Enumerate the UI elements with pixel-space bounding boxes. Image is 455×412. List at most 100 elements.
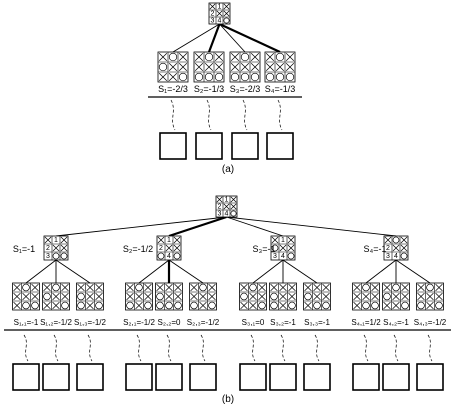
- rollout-box: [12, 363, 40, 391]
- cell-number: 4: [281, 253, 285, 260]
- x-mark: [165, 283, 173, 292]
- o-mark: [371, 301, 379, 310]
- dashed-link: [53, 334, 59, 362]
- rollout-box: [231, 132, 259, 160]
- x-mark: [144, 283, 152, 292]
- o-mark: [417, 301, 425, 310]
- o-mark: [77, 292, 85, 301]
- o-mark: [270, 301, 278, 310]
- caption-a: (a): [222, 164, 234, 175]
- tree-edge: [365, 259, 397, 284]
- x-mark: [279, 301, 287, 310]
- x-mark: [392, 292, 400, 301]
- o-mark: [304, 292, 312, 301]
- child-score: S₂=-1/3: [194, 84, 224, 94]
- o-mark: [322, 301, 330, 310]
- o-mark: [271, 244, 279, 252]
- x-mark: [353, 301, 361, 310]
- level2-board: [269, 282, 297, 311]
- x-mark: [383, 283, 391, 292]
- cell-number: 2: [218, 203, 222, 210]
- x-mark: [190, 283, 198, 292]
- rollout-box: [76, 363, 104, 391]
- level2-board: [416, 282, 444, 311]
- x-mark: [353, 292, 361, 301]
- rollout-box: [416, 363, 444, 391]
- o-mark: [144, 301, 152, 310]
- o-mark: [158, 62, 168, 72]
- x-mark: [417, 283, 425, 292]
- o-mark: [173, 252, 181, 260]
- x-mark: [86, 301, 94, 310]
- o-mark: [178, 72, 188, 82]
- x-mark: [31, 283, 39, 292]
- cell-number: 1: [218, 3, 222, 10]
- x-mark: [204, 62, 214, 72]
- o-mark: [250, 72, 260, 82]
- x-mark: [209, 3, 216, 10]
- child-board: [264, 51, 296, 83]
- o-mark: [230, 72, 240, 82]
- tree-edge: [219, 23, 246, 53]
- tree-edge: [395, 259, 431, 284]
- o-mark: [174, 301, 182, 310]
- cell-number: 2: [211, 10, 215, 17]
- level2-score: S₁,₁=-1: [14, 318, 39, 327]
- x-mark: [270, 283, 278, 292]
- x-mark: [60, 236, 68, 244]
- level1-board: 123: [43, 235, 69, 261]
- x-mark: [126, 292, 134, 301]
- o-mark: [426, 283, 434, 292]
- o-mark: [275, 52, 285, 62]
- o-mark: [285, 72, 295, 82]
- o-mark: [265, 72, 275, 82]
- cell-number: 4: [394, 253, 398, 260]
- x-mark: [190, 292, 198, 301]
- x-mark: [400, 236, 408, 244]
- dashed-link: [87, 334, 93, 362]
- level2-score: S₃,₂=-1: [270, 318, 296, 327]
- o-mark: [165, 301, 173, 310]
- child-board: [229, 51, 261, 83]
- level1-score: S₁=-1: [13, 244, 35, 254]
- level2-score: S₂,₂=0: [158, 318, 181, 327]
- dashed-link: [206, 99, 212, 131]
- x-mark: [230, 203, 237, 210]
- x-mark: [157, 236, 165, 244]
- level2-score: S₁,₃=-1/2: [74, 318, 107, 327]
- x-mark: [322, 283, 330, 292]
- x-mark: [77, 283, 85, 292]
- x-mark: [265, 62, 275, 72]
- x-mark: [230, 52, 240, 62]
- x-mark: [435, 283, 443, 292]
- o-mark: [240, 52, 250, 62]
- child-score: S₃=-2/3: [230, 84, 260, 94]
- level1-score: S₂=-1/2: [123, 244, 153, 254]
- x-mark: [279, 244, 287, 252]
- o-mark: [22, 283, 30, 292]
- rollout-box: [266, 132, 294, 160]
- tree-edge: [168, 259, 204, 284]
- o-mark: [199, 283, 207, 292]
- dashed-link: [393, 334, 399, 362]
- x-mark: [258, 292, 266, 301]
- x-mark: [223, 3, 230, 10]
- cell-number: 1: [167, 237, 171, 244]
- level2-score: S₄,₂=-1: [383, 318, 409, 327]
- x-mark: [52, 292, 60, 301]
- rollout-box: [352, 363, 380, 391]
- cell-number: 3: [218, 210, 222, 217]
- o-mark: [258, 301, 266, 310]
- tree-edge: [25, 259, 57, 284]
- x-mark: [287, 244, 295, 252]
- x-mark: [168, 62, 178, 72]
- x-mark: [194, 52, 204, 62]
- o-mark: [362, 283, 370, 292]
- tree-edge: [207, 23, 221, 53]
- x-mark: [158, 52, 168, 62]
- tree-edge: [168, 215, 227, 238]
- o-mark: [288, 301, 296, 310]
- rollout-box: [42, 363, 70, 391]
